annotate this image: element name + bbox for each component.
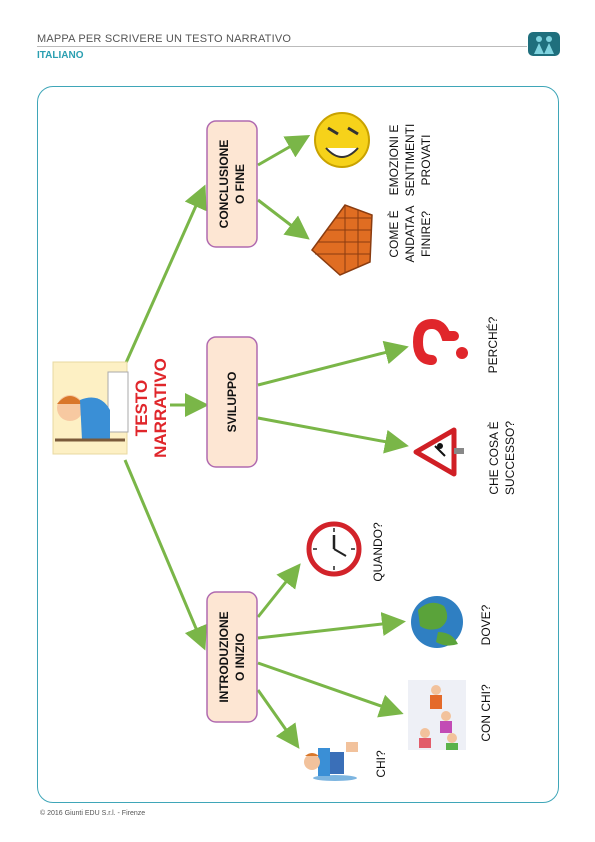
- box-label-conclusione-line2: O FINE: [233, 164, 247, 204]
- box-label-introduzione-line1: INTRODUZIONE: [217, 611, 231, 702]
- box-conclusione: CONCLUSIONE O FINE: [206, 120, 258, 248]
- clock-icon: [306, 521, 362, 577]
- item-text-chi: CHI?: [374, 750, 388, 778]
- item-text-come-line1: COME È: [386, 210, 401, 257]
- item-text-perche: PERCHÉ?: [485, 316, 500, 373]
- box-sviluppo: SVILUPPO: [206, 336, 258, 468]
- publisher-logo-icon: [528, 32, 560, 56]
- item-text-checosa-line2: SUCCESSO?: [503, 421, 517, 495]
- globe-icon: [411, 596, 463, 648]
- central-title-line1: TESTO: [132, 380, 151, 436]
- central-title-line2: NARRATIVO: [151, 358, 170, 458]
- warning-sign-icon: [413, 427, 464, 477]
- question-mark-icon: [412, 318, 468, 365]
- item-text-emozioni-line3: PROVATI: [419, 135, 433, 186]
- item-text-come-line3: FINIRE?: [419, 211, 433, 257]
- box-introduzione: INTRODUZIONE O INIZIO: [206, 591, 258, 723]
- smiling-face-icon: [314, 112, 370, 168]
- box-label-sviluppo: SVILUPPO: [225, 372, 239, 433]
- item-text-quando: QUANDO?: [371, 522, 385, 582]
- item-text-conchi: CON CHI?: [479, 684, 493, 742]
- box-label-introduzione-line2: O INIZIO: [233, 633, 247, 681]
- item-text-come-line2: ANDATA A: [403, 206, 417, 263]
- item-text-emozioni-line2: SENTIMENTI: [403, 124, 417, 197]
- group-of-people-icon: [408, 680, 466, 750]
- subject-label: ITALIANO: [37, 50, 84, 61]
- copyright-footer: © 2016 Giunti EDU S.r.l. - Firenze: [40, 810, 146, 817]
- connector-arrows: [123, 135, 409, 749]
- item-text-emozioni-line1: EMOZIONI E: [387, 125, 401, 196]
- page-title: MAPPA PER SCRIVERE UN TESTO NARRATIVO: [37, 33, 292, 45]
- item-text-checosa-line1: CHE COSA È: [486, 421, 501, 494]
- sitting-boy-icon: [304, 742, 358, 781]
- item-text-dove: DOVE?: [479, 604, 493, 645]
- brick-wall-icon: [310, 204, 373, 276]
- header-divider: [37, 46, 527, 47]
- box-label-conclusione-line1: CONCLUSIONE: [217, 140, 231, 229]
- person-writing-icon: [52, 361, 129, 455]
- map-frame: [37, 86, 559, 803]
